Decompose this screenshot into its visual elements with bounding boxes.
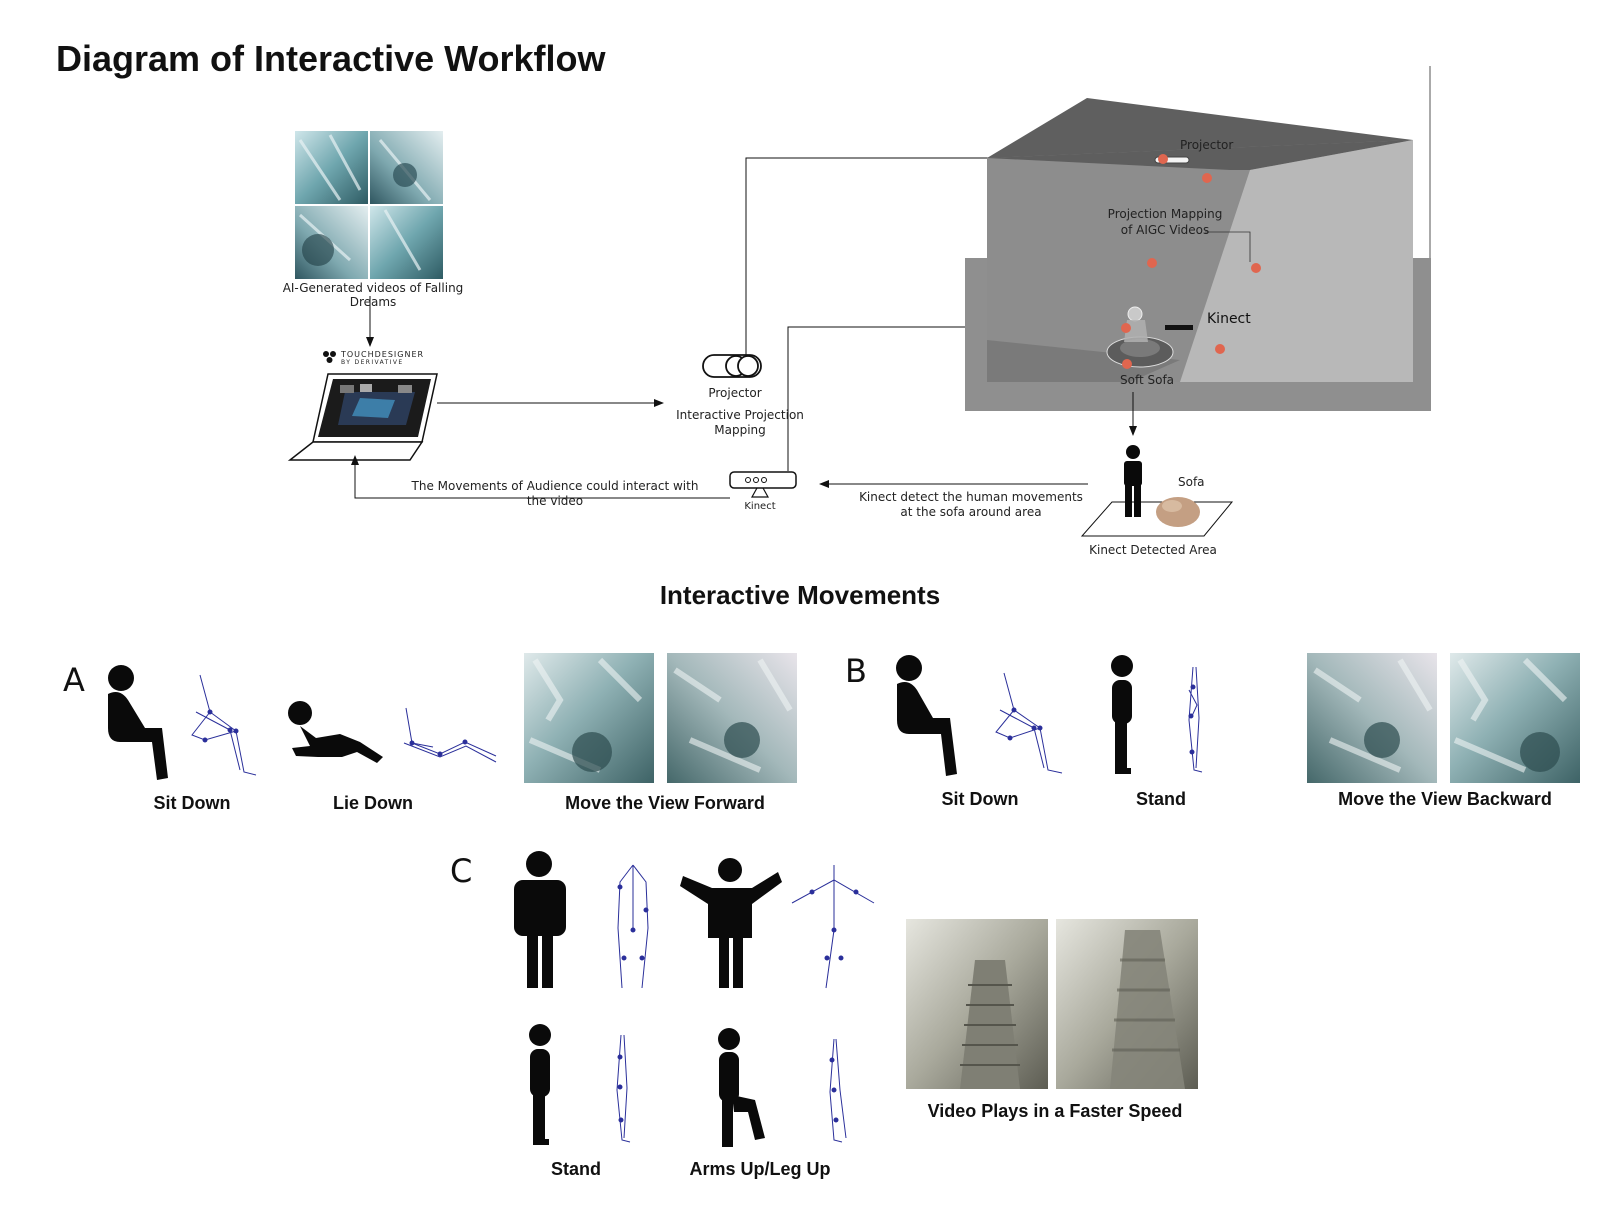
ai-videos-caption: AI-Generated videos of Falling Dreams <box>282 281 464 309</box>
stand-silhouette-c2 <box>529 1024 551 1145</box>
workflow-diagram <box>287 66 1431 537</box>
group-b-letter: B <box>845 652 867 690</box>
faster-video-frames <box>906 919 1198 1089</box>
section-title: Interactive Movements <box>659 580 941 610</box>
group-c-result-label: Video Plays in a Faster Speed <box>927 1101 1183 1121</box>
touchdesigner-logo <box>323 351 336 363</box>
touchdesigner-subtext: BY DERIVATIVE <box>341 359 404 366</box>
group-b-pose2-label: Stand <box>1135 789 1186 809</box>
kinect-label: Kinect <box>744 501 776 512</box>
page-title: Diagram of Interactive Workflow <box>56 38 606 79</box>
sit-down-silhouette-b <box>896 655 957 776</box>
group-a-pose1-label: Sit Down <box>153 793 231 813</box>
group-c-letter: C <box>450 852 473 890</box>
kinect-detect-text: Kinect detect the human movements at the… <box>859 490 1083 519</box>
leg-up-skeleton <box>829 1038 847 1143</box>
stand-silhouette-b <box>1111 655 1133 774</box>
forward-video-frames <box>524 653 797 783</box>
room-mapping-label-2: of AIGC Videos <box>1120 223 1210 237</box>
touchdesigner-text: TOUCHDESIGNER <box>341 350 425 359</box>
group-a-pose2-label: Lie Down <box>333 793 413 813</box>
projector-label: Projector <box>708 386 762 400</box>
lie-down-skeleton <box>403 707 497 763</box>
kinect-area-label: Kinect Detected Area <box>1089 543 1217 557</box>
arms-up-skeleton <box>791 865 875 989</box>
room-mapping-label-1: Projection Mapping <box>1107 207 1223 221</box>
room-kinect-label: Kinect <box>1207 311 1251 327</box>
group-a-result-label: Move the View Forward <box>565 793 765 813</box>
projection-mapping-label: Interactive Projection Mapping <box>676 408 804 437</box>
sit-down-skeleton <box>191 674 257 776</box>
sofa-label: Sofa <box>1178 475 1205 489</box>
group-c-pose2-label: Arms Up/Leg Up <box>689 1159 831 1179</box>
group-b-result-label: Move the View Backward <box>1338 789 1552 809</box>
stand-skeleton-c2 <box>616 1034 631 1143</box>
stand-silhouette-c <box>514 851 566 988</box>
sit-down-skeleton-b <box>995 672 1063 774</box>
room-model <box>965 66 1431 411</box>
backward-video-frames <box>1307 653 1580 783</box>
stand-skeleton-c <box>617 864 649 989</box>
audience-text: The Movements of Audience could interact… <box>411 479 699 508</box>
room-sofa-label: Soft Sofa <box>1120 373 1175 387</box>
group-b-pose1-label: Sit Down <box>941 789 1019 809</box>
group-c-pose1-label: Stand <box>550 1159 601 1179</box>
kinect-detected-area <box>1080 497 1234 537</box>
leg-up-silhouette <box>718 1028 765 1147</box>
group-a-letter: A <box>63 661 85 699</box>
laptop-icon <box>287 373 438 461</box>
lie-down-silhouette <box>288 701 383 763</box>
room-projector-label: Projector <box>1180 138 1234 152</box>
kinect-icon <box>729 471 797 498</box>
person-icon <box>1124 445 1142 517</box>
stand-skeleton-b <box>1188 666 1203 773</box>
arms-up-silhouette <box>680 858 782 988</box>
sit-down-silhouette <box>108 665 168 780</box>
projector-icon <box>702 354 762 378</box>
movements-diagram <box>108 653 1580 1147</box>
ai-video-grid <box>295 131 443 279</box>
